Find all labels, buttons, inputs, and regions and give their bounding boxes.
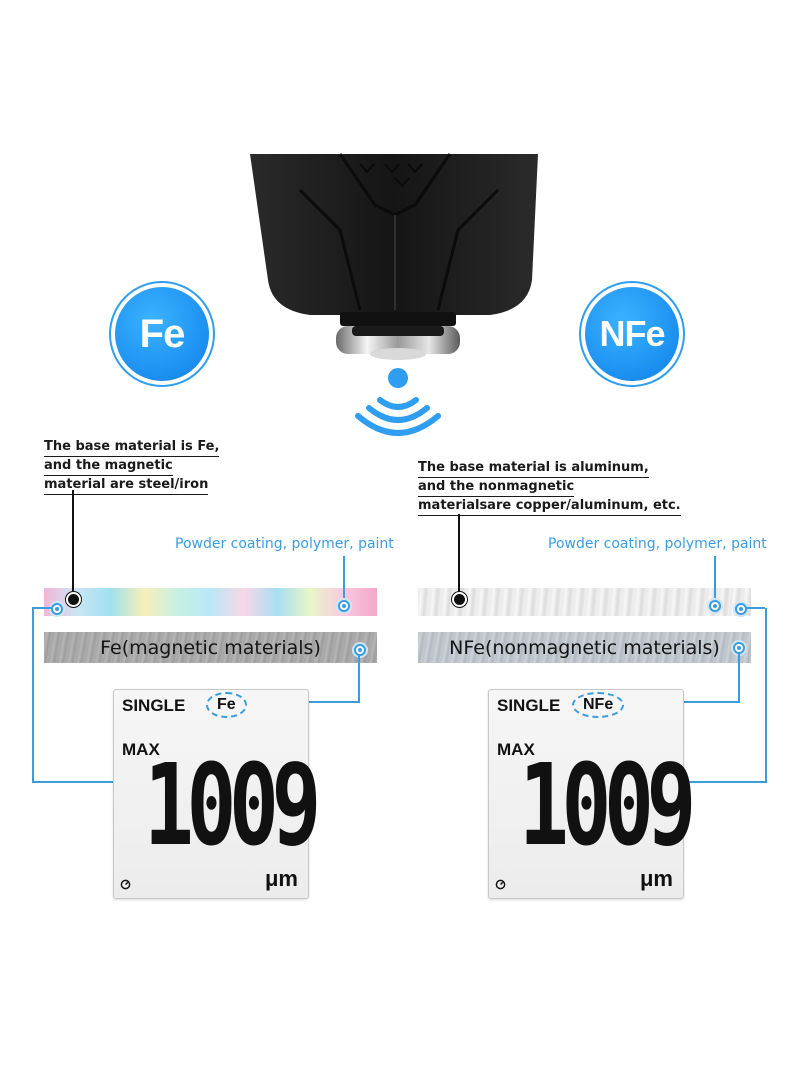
right-film-leader-h2 (684, 781, 767, 783)
right-coating-label: Powder coating, polymer, paint (548, 536, 767, 552)
fe-badge: Fe (109, 281, 215, 387)
right-substrate-leader-v (738, 652, 740, 702)
signal-waves-icon (355, 380, 445, 440)
left-base-marker (66, 592, 81, 607)
right-description-leader-h (458, 513, 668, 515)
right-description-line-2: and the nonmagnetic (418, 478, 575, 497)
right-lcd-material: NFe (572, 692, 625, 718)
nfe-badge-label: NFe (585, 287, 679, 381)
right-lcd-unit: μm (639, 866, 673, 891)
right-coating-marker (709, 600, 721, 612)
right-description-leader (458, 514, 460, 596)
right-lcd-display: SINGLE NFe MAX 1009 μm (488, 689, 696, 899)
left-lcd-display: SINGLE Fe MAX 1009 μm (113, 689, 321, 899)
right-film-leader-h1 (745, 607, 765, 609)
left-film-marker (51, 603, 63, 615)
left-lcd-mode: SINGLE (122, 696, 186, 715)
left-film-leader-v (32, 608, 34, 782)
fe-badge-label: Fe (115, 287, 209, 381)
left-coating-leader (343, 556, 345, 602)
timer-icon (120, 879, 131, 890)
left-substrate-leader-v (358, 654, 360, 702)
left-description-line-3: material are steel/iron (44, 476, 209, 495)
left-base-layer: Fe(magnetic materials) (44, 632, 377, 663)
left-film-leader-h1 (32, 607, 52, 609)
left-substrate-marker (354, 644, 366, 656)
timer-icon (495, 879, 506, 890)
left-lcd-value: 1009 (144, 741, 321, 871)
left-description-line-2: and the magnetic (44, 457, 173, 476)
left-description: The base material is Fe, and the magneti… (44, 438, 220, 495)
right-base-layer: NFe(nonmagnetic materials) (418, 632, 751, 663)
right-film-leader-v (765, 608, 767, 782)
right-lcd-value: 1009 (519, 741, 696, 871)
right-lcd-stat: MAX (497, 740, 535, 759)
thickness-gauge-probe (250, 153, 538, 436)
left-description-leader (72, 490, 74, 596)
left-description-line-1: The base material is Fe, (44, 438, 220, 457)
right-coating-layer (418, 588, 751, 616)
left-lcd-stat: MAX (122, 740, 160, 759)
right-description: The base material is aluminum, and the n… (418, 459, 681, 516)
right-lcd-mode: SINGLE (497, 696, 561, 715)
left-coating-marker (338, 600, 350, 612)
left-lcd-unit: μm (264, 866, 298, 891)
left-coating-layer (44, 588, 377, 616)
right-base-marker (452, 592, 467, 607)
right-description-line-1: The base material is aluminum, (418, 459, 649, 478)
left-lcd-material: Fe (206, 692, 247, 718)
right-film-marker (735, 603, 747, 615)
nfe-badge: NFe (579, 281, 685, 387)
left-coating-label: Powder coating, polymer, paint (175, 536, 394, 552)
right-coating-leader (714, 556, 716, 602)
right-description-line-3: materialsare copper/aluminum, etc. (418, 497, 681, 516)
left-film-leader-h2 (32, 781, 114, 783)
